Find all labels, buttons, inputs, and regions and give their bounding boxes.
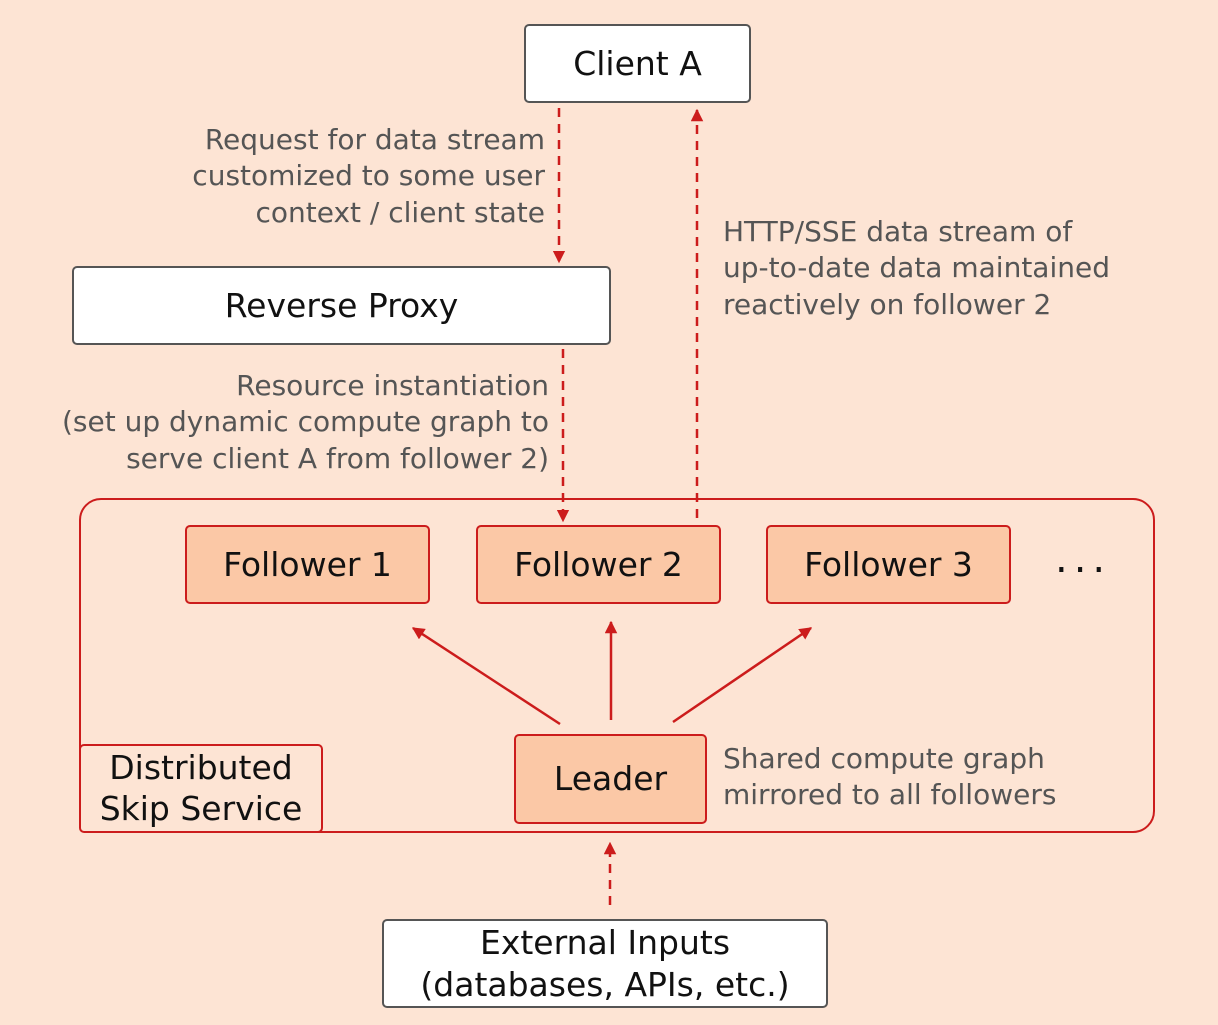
more-followers-ellipsis: ...	[1055, 536, 1111, 582]
follower-2-node: Follower 2	[476, 525, 721, 604]
external-inputs-line-1: External Inputs	[479, 923, 731, 963]
cluster-label: Distributed Skip Service	[79, 744, 323, 833]
shared-graph-annotation-line-1: Shared compute graph	[723, 742, 1045, 775]
cluster-label-line-2: Skip Service	[99, 788, 303, 828]
follower-3-node: Follower 3	[766, 525, 1011, 604]
stream-annotation-line-2: up-to-date data maintained	[723, 251, 1110, 285]
follower-1-label: Follower 1	[223, 544, 392, 584]
stream-annotation-line-1: HTTP/SSE data stream of	[723, 215, 1073, 248]
follower-1-node: Follower 1	[185, 525, 430, 604]
leader-node: Leader	[514, 734, 707, 824]
instantiation-annotation: Resource instantiation (set up dynamic c…	[62, 368, 549, 477]
request-annotation-line-2: customized to some user	[192, 159, 545, 193]
client-a-node: Client A	[524, 24, 751, 103]
request-annotation-line-1: Request for data stream	[204, 123, 545, 156]
shared-graph-annotation-line-2: mirrored to all followers	[723, 778, 1057, 812]
distributed-skip-service-cluster	[79, 498, 1155, 833]
external-inputs-node: External Inputs (databases, APIs, etc.)	[382, 919, 828, 1008]
leader-to-follower-3-arrow	[672, 626, 813, 724]
follower-3-label: Follower 3	[804, 544, 973, 584]
stream-annotation-line-3: reactively on follower 2	[723, 287, 1052, 321]
external-inputs-line-2: (databases, APIs, etc.)	[420, 964, 790, 1004]
instantiation-annotation-line-2: (set up dynamic compute graph to	[61, 405, 549, 439]
shared-graph-annotation: Shared compute graph mirrored to all fol…	[723, 741, 1056, 814]
follower-2-label: Follower 2	[514, 544, 683, 584]
instantiation-annotation-line-1: Resource instantiation	[236, 369, 549, 402]
cluster-label-line-1: Distributed	[109, 748, 293, 788]
stream-annotation: HTTP/SSE data stream of up-to-date data …	[723, 214, 1110, 323]
reverse-proxy-node: Reverse Proxy	[72, 266, 611, 345]
request-annotation: Request for data stream customized to so…	[192, 122, 545, 231]
client-a-label: Client A	[573, 43, 702, 83]
leader-label: Leader	[553, 759, 668, 799]
instantiation-annotation-line-3: serve client A from follower 2)	[126, 441, 549, 475]
reverse-proxy-label: Reverse Proxy	[224, 285, 459, 325]
request-annotation-line-3: context / client state	[255, 195, 545, 229]
more-followers-label: ...	[1055, 536, 1112, 582]
leader-to-follower-1-arrow	[411, 626, 561, 726]
